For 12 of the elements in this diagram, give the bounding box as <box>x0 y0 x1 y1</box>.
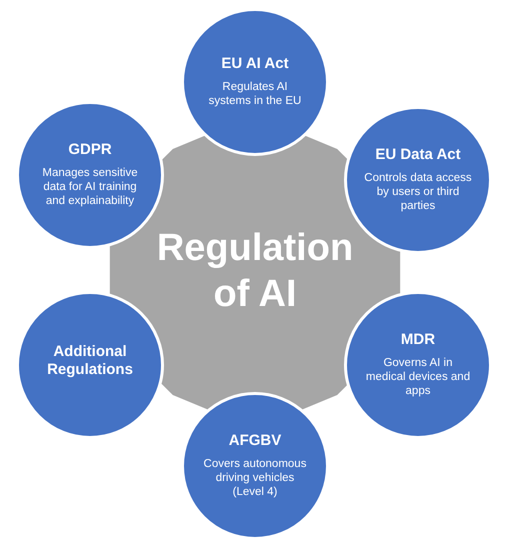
topic-description: Regulates AI systems in the EU <box>208 81 302 109</box>
topic-description: Governs AI in medical devices and apps <box>364 357 472 399</box>
central-title: Regulation of AI <box>156 226 354 317</box>
topic-heading: GDPR <box>68 141 112 160</box>
topic-description: Manages sensitive data for AI training and explainability <box>41 167 139 209</box>
topic-heading: AFGBV <box>228 432 282 450</box>
topic-heading: EU Data Act <box>375 146 461 164</box>
topic-heading: MDR <box>400 331 436 350</box>
topic-heading: Additional Regulations <box>46 343 134 379</box>
topic-description: Controls data access by users or third parties <box>363 172 473 214</box>
topic-heading: EU AI Act <box>221 55 289 74</box>
topic-description: Covers autonomous driving vehicles (Level 4) <box>202 458 308 500</box>
